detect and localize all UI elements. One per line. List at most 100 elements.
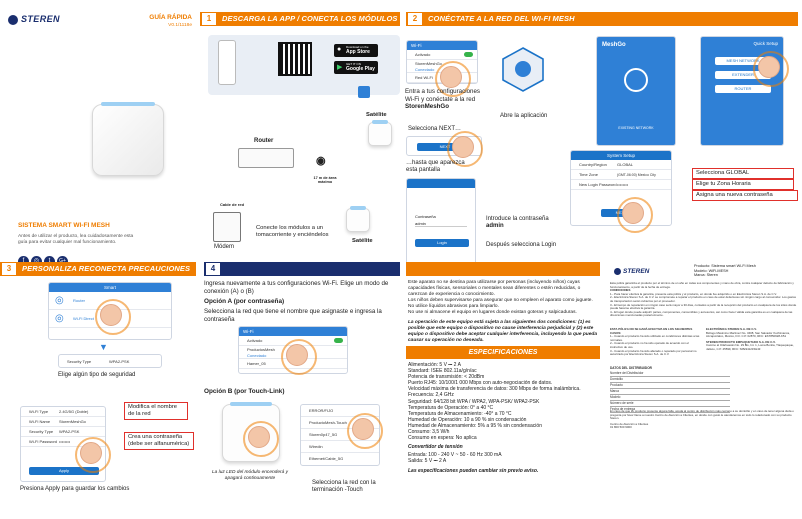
new-password-value: •••••••• (617, 182, 629, 187)
press-apply-text: Presiona Apply para guardar los cambios (20, 486, 130, 492)
touch-row-2[interactable]: ProductoMesh-Touch (301, 417, 379, 429)
warranty-phone: 01 800 500 9000 (610, 425, 632, 430)
brand-logo: STEREN (8, 14, 60, 25)
select-tz-callout: Elige tu Zona Horaria (692, 179, 794, 190)
adapter-line: Entrada: 100 - 240 V ~ 50 - 60 Hz 300 mA (408, 452, 502, 459)
warranty-condition: 1.- Para hacer efectiva la garantía, pre… (610, 291, 777, 296)
facebook-icon[interactable]: f (18, 256, 29, 267)
specs-list: Alimentación: 5 V ⎓ 2 A Standard: ISEE 8… (408, 362, 600, 474)
login-button[interactable]: Login (415, 239, 469, 247)
spec-line: Humedad de Almacenamiento: 5% a 95 % sin… (408, 422, 542, 429)
warranty-addresses: ELECTRÓNICA STEREN S.A. DE C.V. Biólogo … (706, 327, 796, 352)
modem-image (213, 212, 241, 242)
warranty-exception: 1.- Cuando el producto ha sido utilizado… (610, 334, 700, 342)
wifi-direct-icon: ◎ (55, 313, 64, 324)
section3-number: 3 (2, 263, 16, 275)
distributor-field[interactable]: Domicilio (610, 377, 730, 383)
warranty-brand: STEREN (623, 268, 650, 276)
warranty-condition: 4.- El lugar donde puede adquirir partes… (610, 309, 793, 318)
spec-line: Velocidad máxima de transferencia de dat… (408, 386, 581, 393)
wifi-password-row[interactable]: Wi-Fi Password•••••••• (21, 437, 105, 447)
distributor-field[interactable]: Fecha de entrega (610, 407, 730, 413)
touch-row-5[interactable]: Ethernet/Cable_5G (309, 456, 344, 461)
warranty-logo: STEREN (614, 268, 649, 275)
timezone-value: (GMT-06:00) Mexico City (617, 173, 656, 177)
router-wifi-icon: ◎ (55, 295, 64, 306)
touch-row-4[interactable]: Wiredin (301, 441, 379, 453)
create-password-callout: Crea una contraseña (debe ser alfanuméri… (124, 432, 194, 450)
login-password-input[interactable]: admin (415, 221, 467, 227)
twitter-icon[interactable]: t (44, 256, 55, 267)
guide-title: GUÍA RÁPIDA (149, 14, 192, 21)
splash-logo (624, 68, 648, 92)
quick-setup-title: Quick Setup (753, 41, 778, 46)
wifi-direct-label: Wi-Fi Direct (73, 316, 94, 321)
router-option[interactable]: ROUTER (715, 85, 771, 93)
login-password-row[interactable]: New Login Password•••••••• (571, 180, 671, 190)
mesh-network-option[interactable]: MESH NETWORK (715, 57, 771, 65)
country-label: Country/Region (579, 162, 607, 167)
option-a-toggle[interactable] (334, 338, 343, 343)
warranty-product: Producto: Sistema smart Wi-Fi Mesh (694, 264, 756, 268)
distributor-field[interactable]: Modelo (610, 395, 730, 401)
timezone-row[interactable]: Time Zone(GMT-06:00) Mexico City (571, 170, 671, 180)
warning-bullet: Los niños deben supervisarse para asegur… (408, 298, 593, 303)
press-hand-icon (243, 421, 279, 457)
tap-hand-icon-7 (281, 339, 317, 375)
spec-line: Standard: ISEE 802.11a/g/n/ac (408, 368, 477, 375)
splash-button[interactable]: EXISTING NETWORK (618, 126, 654, 130)
warranty-condition: 3.- El tiempo de reparación en ningún ca… (610, 302, 797, 311)
specs-header: ESPECIFICACIONES (406, 346, 600, 359)
warning-bullet: No utilice líquidos abrasivos para limpi… (408, 304, 499, 309)
appstore-badge[interactable]: ● Download on the App Store (334, 44, 378, 57)
distributor-field[interactable]: Marca (610, 389, 730, 395)
cable-label: Cable de red (220, 202, 245, 207)
touch-row-3[interactable]: Storen0p47_5G (301, 429, 379, 441)
option-a-text: Selecciona la red que tiene el nombre qu… (204, 308, 382, 323)
extender-option[interactable]: EXTENDER (715, 71, 771, 79)
appstore-small: Download on the (346, 45, 369, 49)
tap-hand-icon-6 (75, 437, 111, 473)
wifi-row-label: Activado (415, 52, 431, 57)
warranty-body: Esta póliza garantiza el producto por el… (610, 281, 798, 318)
open-app-note: Abre la aplicación (500, 113, 548, 119)
spec-line: Seguridad: 64/128 bit WPA / WPA2, WPA-PS… (408, 398, 540, 405)
wifi-password-value: •••••••• (59, 439, 71, 444)
touch-row-1[interactable]: ERROR/FIJO (301, 405, 379, 417)
distributor-field[interactable]: Nombre del Distribuidor (610, 371, 730, 377)
splash-app-name: MeshGo (602, 42, 626, 48)
distributor-field[interactable]: Producto (610, 383, 730, 389)
product-name: SISTEMA SMART WI-FI MESH (18, 222, 110, 229)
select-pass-callout: Asigna una nueva contraseña (692, 190, 798, 201)
adapter-title: Convertidor de tensión (408, 444, 463, 451)
googleplus-icon[interactable]: G+ (57, 256, 68, 267)
spec-line: Potencia de transmisión: < 20dBm (408, 374, 485, 381)
wifi-row-active[interactable]: Activado (407, 50, 477, 60)
apply-button[interactable]: Apply (29, 467, 99, 475)
option-a-network-status: Conectado (247, 353, 267, 358)
instagram-icon[interactable]: ◎ (31, 256, 42, 267)
distributor-field[interactable]: Número de serie (610, 401, 730, 407)
section1-number: 1 (202, 13, 216, 25)
spec-line: Humedad de Operación: 10 a 90 % sin cond… (408, 416, 527, 423)
wifi-toggle[interactable] (464, 52, 473, 57)
warranty-conditions-title: CONDICIONES (610, 288, 631, 293)
warranty-exceptions: ESTA PÓLIZA NO SE HARÁ EFECTIVA EN LOS S… (610, 327, 700, 357)
login-screen: Contraseña admin Login (406, 178, 476, 272)
next-button[interactable]: NEXT (417, 143, 473, 151)
system-setup-bar: System Setup (571, 151, 671, 160)
warranty-condition: 2.- Electrónica Steren S.A. de C.V. se c… (610, 295, 796, 303)
section4-number: 4 (206, 263, 220, 275)
googleplay-badge[interactable]: ▶ GET IT ON Google Play (334, 61, 378, 74)
wifi-type-label: Wi-Fi Type (29, 409, 49, 414)
warranty-address-b-title: STEREN PRODUCTO EMPAQUETADO S.A. DE C.V. (706, 339, 776, 344)
wifi-row-network-name: StorenMeshGo (415, 61, 442, 66)
